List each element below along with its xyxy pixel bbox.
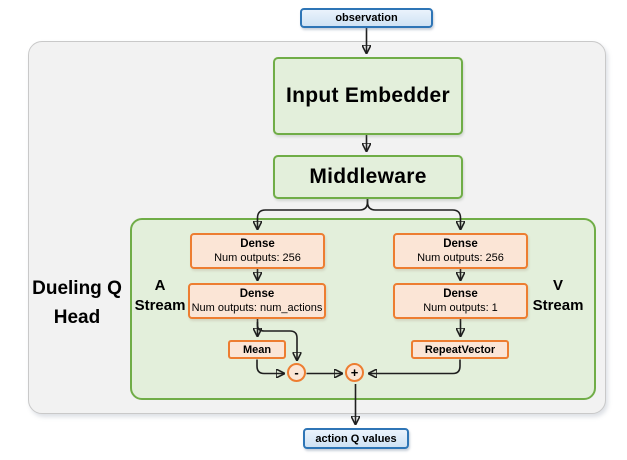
dense-a1-title: Dense (240, 238, 275, 250)
middleware-label: Middleware (309, 165, 427, 188)
subtract-operator-label: - (294, 364, 299, 380)
a-stream-label-line1: A (154, 277, 166, 294)
arrow-dense-a2-to-subtract (256, 322, 298, 360)
observation-label: observation (335, 12, 398, 24)
a-stream-label: A Stream (129, 276, 191, 317)
repeatvector-label: RepeatVector (424, 343, 496, 356)
v-stream-label-line2: Stream (532, 297, 584, 315)
mean-node: Mean (228, 340, 286, 359)
dueling-q-head-label-line1: Dueling Q (32, 278, 122, 299)
middleware-node: Middleware (273, 155, 463, 199)
observation-node: observation (300, 8, 433, 28)
dense-v1-node: Dense Num outputs: 256 (393, 233, 528, 269)
v-stream-label: V Stream (527, 276, 589, 317)
action-q-values-node: action Q values (303, 428, 409, 449)
dense-a2-title: Dense (239, 288, 275, 300)
dense-a2-subtitle: Num outputs: num_actions (191, 302, 323, 314)
arrow-middleware-to-dense-a1 (258, 199, 369, 229)
v-stream-label-line1: V (552, 277, 563, 294)
input-embedder-node: Input Embedder (273, 57, 463, 135)
dense-v1-subtitle: Num outputs: 256 (417, 252, 504, 264)
arrow-mean-to-subtract (256, 359, 284, 374)
add-operator-label: + (350, 364, 359, 380)
dueling-q-head-label: Dueling Q Head (22, 274, 132, 333)
dense-a2-node: Dense Num outputs: num_actions (188, 283, 326, 319)
dueling-q-head-label-line2: Head (53, 307, 101, 329)
a-stream-label-line2: Stream (134, 297, 186, 315)
dense-a1-subtitle: Num outputs: 256 (214, 252, 301, 264)
action-q-values-label: action Q values (315, 432, 397, 445)
arrow-middleware-to-dense-v1 (366, 199, 461, 229)
subtract-operator-node: - (287, 363, 306, 382)
repeatvector-node: RepeatVector (411, 340, 509, 359)
mean-label: Mean (242, 343, 272, 356)
input-embedder-label: Input Embedder (285, 84, 451, 107)
add-operator-node: + (345, 363, 364, 382)
dense-v1-title: Dense (443, 238, 478, 250)
arrow-repeatvector-to-add (369, 359, 461, 374)
dense-v2-title: Dense (443, 288, 478, 300)
dense-v2-node: Dense Num outputs: 1 (393, 283, 528, 319)
dense-a1-node: Dense Num outputs: 256 (190, 233, 325, 269)
dense-v2-subtitle: Num outputs: 1 (423, 302, 498, 314)
